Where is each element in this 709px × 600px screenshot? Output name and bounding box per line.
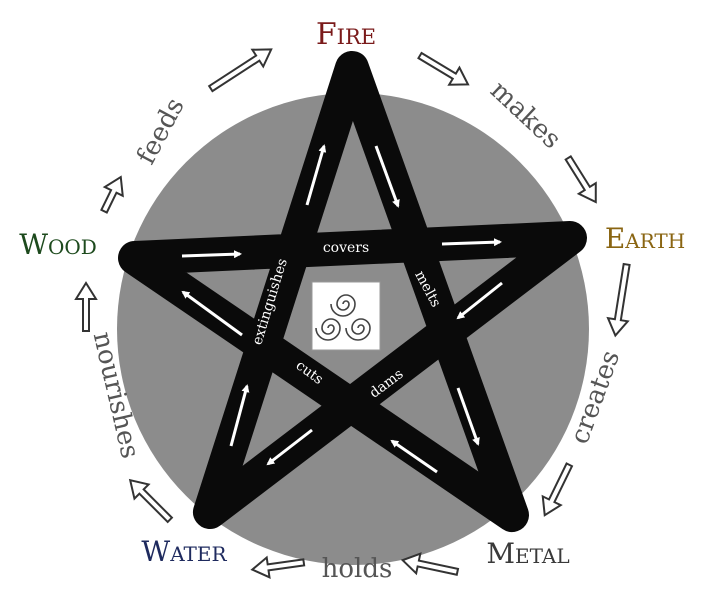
arrow-holds-left: [250, 555, 306, 579]
label-covers: covers: [323, 240, 369, 256]
control-arrows: [181, 144, 503, 474]
arrow-feeds-upper: [207, 48, 273, 93]
arrow-wood-to-earth-left: [181, 250, 242, 259]
element-fire: Fire: [316, 17, 376, 52]
arrow-fire-down-right: [374, 145, 400, 208]
arrow-wood-to-earth-right: [441, 238, 502, 247]
label-feeds: feeds: [131, 93, 191, 169]
arrow-makes-lower: [564, 154, 597, 204]
center-emblem: [311, 281, 381, 351]
arrow-metal-down: [456, 387, 480, 446]
arrow-earth-to-water-lower: [266, 428, 313, 466]
arrow-metal-to-wood-upper: [181, 290, 243, 337]
element-earth: Earth: [605, 222, 685, 255]
arrow-feeds-lower: [100, 175, 124, 214]
arrow-nourishes-lower: [128, 478, 174, 524]
label-holds: holds: [322, 554, 393, 584]
arrow-makes-upper: [417, 51, 470, 86]
arrow-fire-up-left: [305, 144, 327, 206]
arrow-creates-lower: [541, 462, 574, 517]
arrow-creates-upper: [606, 262, 631, 338]
generating-arrows: [74, 48, 631, 579]
element-water: Water: [141, 535, 227, 568]
element-wood: Wood: [19, 228, 97, 261]
arrow-water-up: [229, 384, 250, 447]
arrow-nourishes-upper: [74, 281, 98, 332]
triskelion-icon: [315, 294, 371, 341]
arrow-earth-to-water-upper: [456, 281, 503, 320]
element-metal: Metal: [486, 537, 569, 570]
arrow-holds-right: [400, 552, 460, 576]
arrow-metal-to-wood-lower: [390, 439, 438, 474]
